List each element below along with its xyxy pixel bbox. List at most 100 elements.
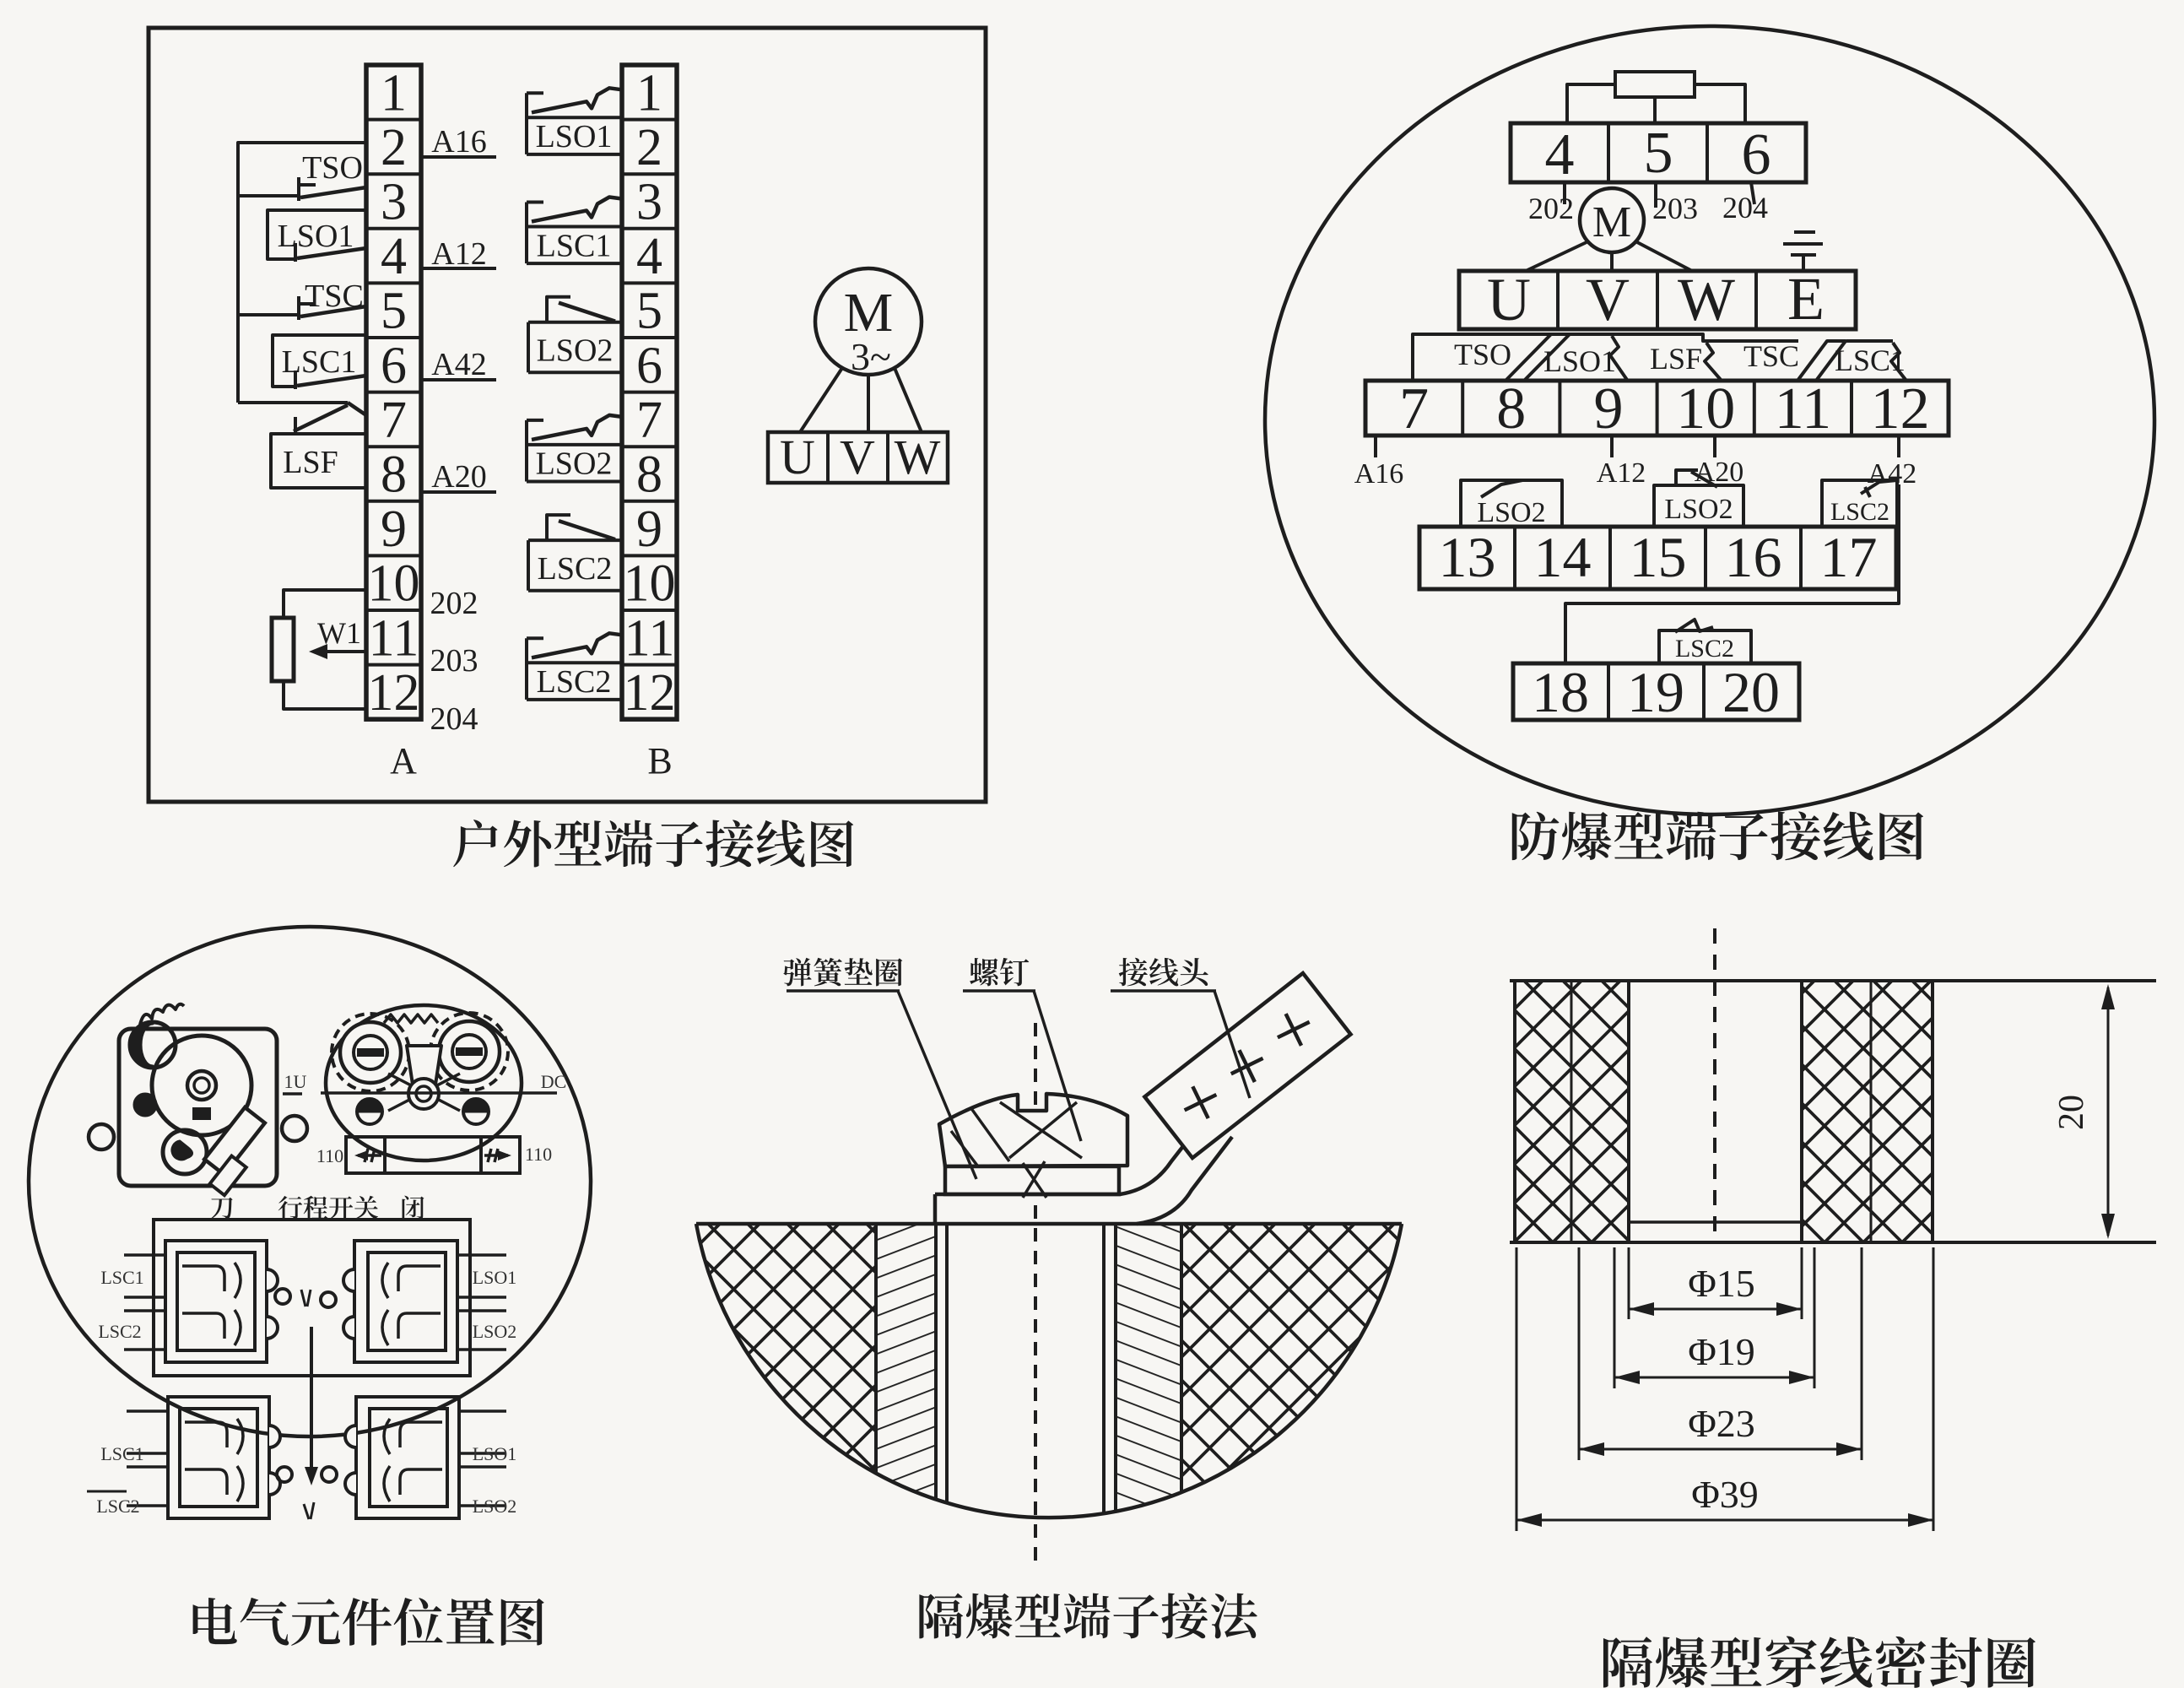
svg-text:12: 12 [368,664,420,722]
svg-text:1: 1 [381,64,407,122]
svg-text:11: 11 [369,609,419,667]
svg-text:Φ19: Φ19 [1688,1330,1755,1373]
svg-text:B: B [647,740,672,782]
svg-text:LSO2: LSO2 [473,1321,517,1342]
svg-text:E: E [1787,265,1825,333]
svg-text:3~: 3~ [851,335,891,378]
svg-text:LSC1: LSC1 [282,344,357,380]
svg-text:15: 15 [1630,525,1687,589]
svg-text:U: U [1487,266,1531,333]
svg-text:202: 202 [430,586,478,621]
svg-text:LSO2: LSO2 [1477,497,1545,528]
svg-text:LSO1: LSO1 [473,1443,517,1464]
svg-text:7: 7 [636,392,662,449]
svg-text:11: 11 [1775,376,1831,441]
svg-text:203: 203 [430,643,478,679]
svg-text:LSC2: LSC2 [1830,498,1889,526]
svg-text:A20: A20 [431,459,486,495]
svg-text:LSC2: LSC2 [98,1321,141,1342]
svg-text:5: 5 [1644,121,1673,186]
svg-text:20: 20 [2052,1095,2091,1130]
svg-text:LSC2: LSC2 [1675,635,1734,663]
svg-text:Φ15: Φ15 [1688,1262,1755,1305]
svg-text:8: 8 [636,446,662,504]
svg-text:LSO1: LSO1 [536,119,613,154]
svg-text:A12: A12 [431,236,486,272]
svg-text:9: 9 [381,500,407,558]
svg-text:10: 10 [624,555,676,613]
svg-text:TSO: TSO [302,150,363,186]
svg-text:LSO2: LSO2 [536,446,613,482]
svg-text:17: 17 [1820,525,1878,589]
svg-text:V: V [840,430,875,484]
svg-text:9: 9 [636,500,662,558]
svg-text:204: 204 [1722,191,1768,225]
svg-text:11: 11 [624,609,675,667]
svg-text:10: 10 [1676,376,1735,441]
svg-text:LSC2: LSC2 [537,664,612,700]
svg-text:202: 202 [1528,192,1574,225]
svg-text:Φ23: Φ23 [1688,1402,1755,1445]
svg-text:2: 2 [636,119,662,176]
svg-text:1: 1 [636,64,662,122]
svg-text:LSC1: LSC1 [100,1443,143,1464]
svg-text:A42: A42 [431,347,486,382]
svg-text:LSC1: LSC1 [100,1267,143,1288]
svg-text:14: 14 [1534,525,1592,589]
svg-text:2: 2 [381,119,407,176]
svg-text:LSF: LSF [1650,342,1702,376]
svg-text:8: 8 [381,446,407,504]
svg-text:6: 6 [381,337,407,394]
svg-text:6: 6 [1742,122,1771,187]
svg-text:LSO1: LSO1 [1543,344,1616,378]
svg-text:A: A [390,740,417,782]
svg-text:7: 7 [381,392,407,449]
svg-text:LSC1: LSC1 [537,228,612,263]
svg-text:4: 4 [381,228,407,285]
svg-text:DC: DC [541,1071,567,1092]
svg-text:TSC: TSC [305,279,364,314]
svg-text:9: 9 [1594,376,1624,441]
svg-text:M: M [1592,198,1631,246]
svg-text:A20: A20 [1695,457,1744,488]
svg-text:18: 18 [1532,660,1589,724]
svg-text:7: 7 [1399,376,1429,441]
svg-text:LSC2: LSC2 [96,1496,139,1517]
svg-text:U: U [780,430,815,484]
svg-text:LSC1: LSC1 [1835,344,1906,377]
svg-text:5: 5 [636,283,662,340]
svg-text:110: 110 [316,1145,343,1166]
svg-text:W: W [1678,266,1735,333]
svg-text:LSF: LSF [283,445,338,480]
svg-text:LSO2: LSO2 [1664,494,1733,525]
svg-text:A16: A16 [431,124,486,160]
svg-text:5: 5 [381,283,407,340]
svg-text:3: 3 [381,174,407,231]
svg-text:1U: 1U [284,1071,307,1092]
svg-text:V: V [1586,266,1630,333]
svg-text:13: 13 [1439,525,1496,589]
svg-text:LSO2: LSO2 [537,333,614,369]
svg-text:M: M [844,282,894,344]
svg-text:19: 19 [1627,660,1684,724]
svg-text:20: 20 [1722,660,1780,724]
svg-text:204: 204 [430,701,478,737]
svg-text:16: 16 [1725,525,1782,589]
svg-text:W: W [895,430,941,484]
svg-text:LSO1: LSO1 [278,219,354,254]
svg-text:Φ39: Φ39 [1691,1473,1759,1516]
svg-text:6: 6 [636,337,662,394]
svg-text:W1: W1 [317,616,361,650]
svg-text:LSO2: LSO2 [473,1496,517,1517]
svg-text:A16: A16 [1354,458,1404,490]
svg-text:10: 10 [368,555,420,613]
svg-text:8: 8 [1496,376,1526,441]
svg-text:12: 12 [624,664,676,722]
svg-text:110: 110 [525,1144,552,1165]
svg-text:TSC: TSC [1743,339,1799,373]
svg-text:LSC2: LSC2 [538,551,613,587]
svg-text:TSO: TSO [1454,338,1511,371]
svg-text:4: 4 [1545,122,1575,187]
svg-text:LSO1: LSO1 [473,1267,517,1288]
svg-text:A12: A12 [1597,457,1646,489]
